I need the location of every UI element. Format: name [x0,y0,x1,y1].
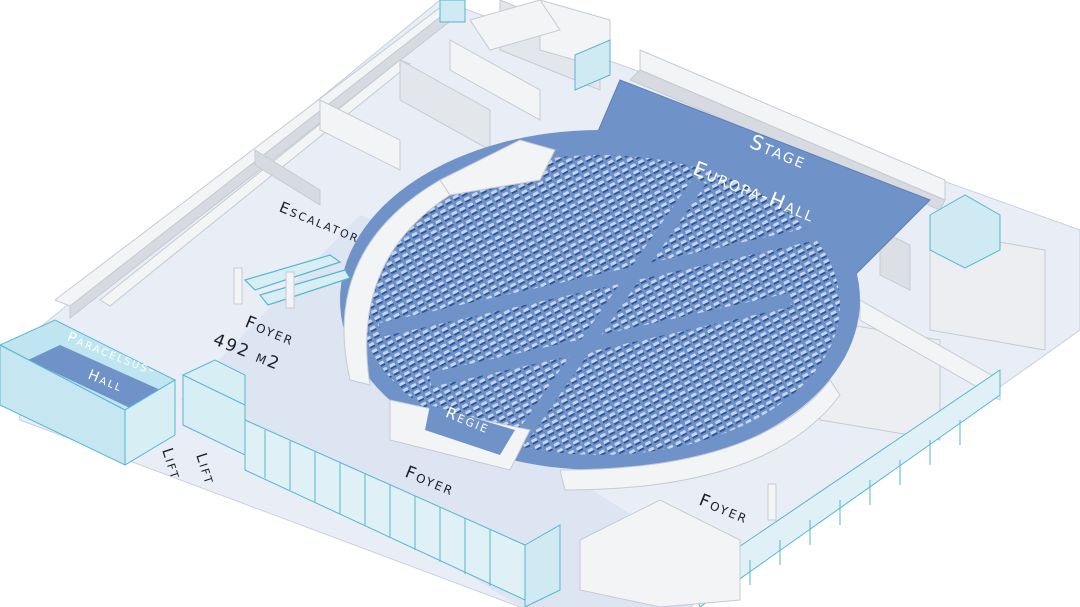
columns [233,267,777,521]
hall-wall-bottom [559,379,841,491]
lift-shafts [181,359,246,456]
seating-area [360,155,840,455]
foyer-floor [180,215,690,607]
stairs [469,0,741,607]
regie-window [425,405,515,455]
aisles [378,176,832,444]
glass-boxes [439,0,1001,607]
paracelsus-hall [0,319,177,466]
hall-wall-top [439,139,556,196]
